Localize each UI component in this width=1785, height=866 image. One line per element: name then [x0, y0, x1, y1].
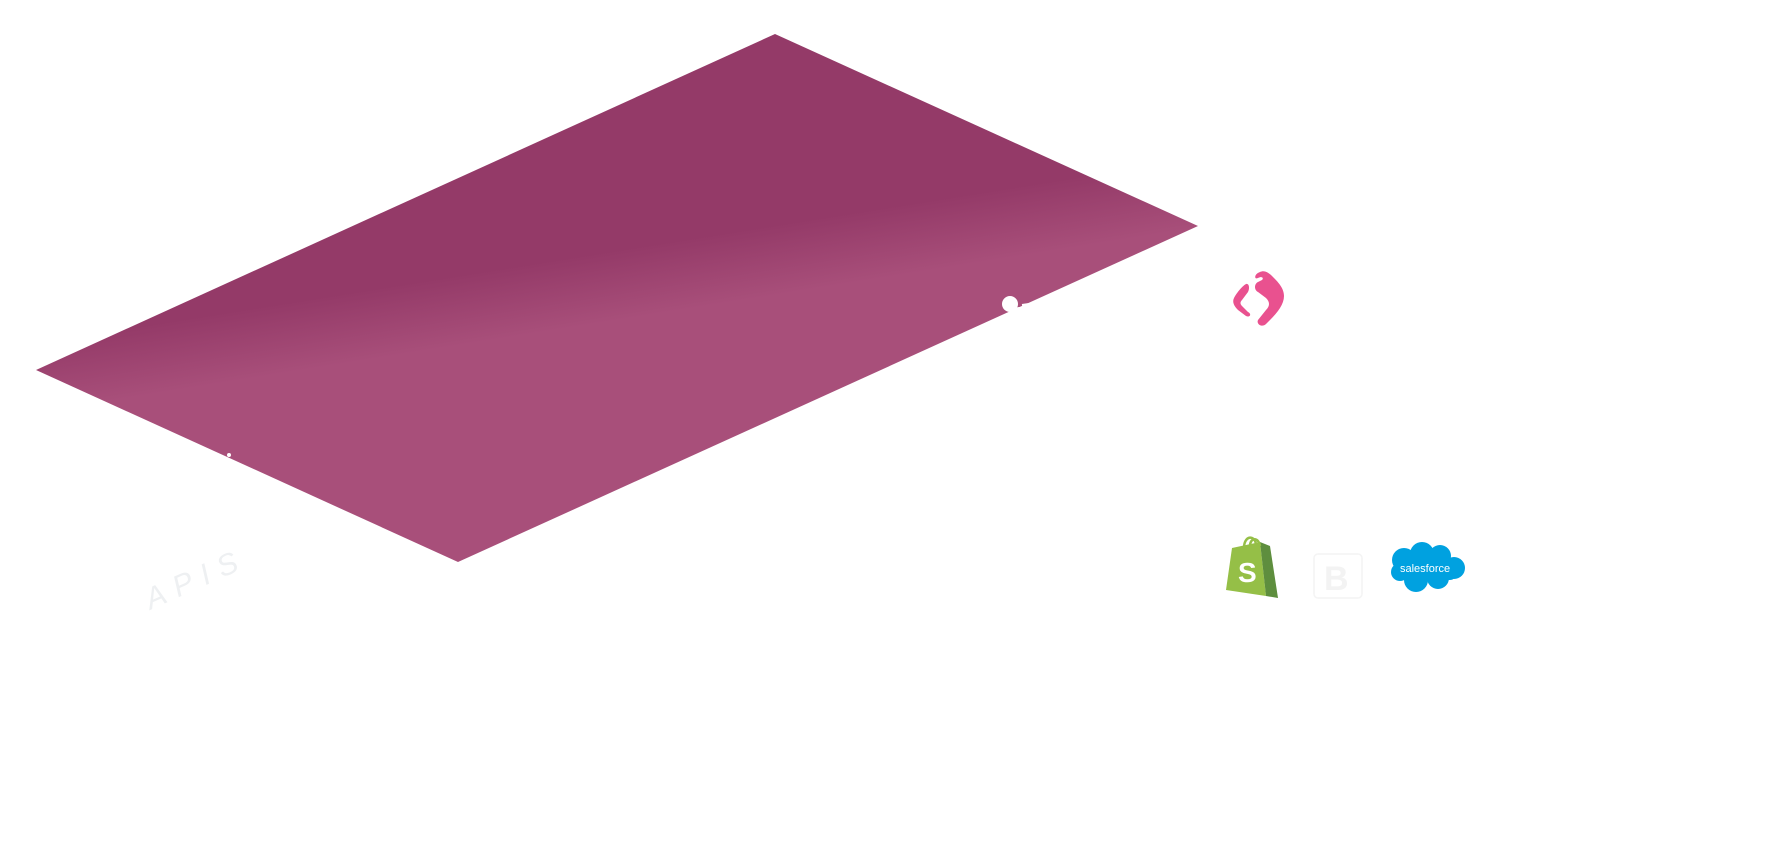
- plane-corner-dot: [227, 453, 231, 457]
- shopify-letter: S: [1238, 557, 1257, 588]
- connector-chevrons-icon: [1233, 271, 1284, 326]
- bigcommerce-letter: B: [1324, 560, 1349, 598]
- salesforce-cloud-icon: salesforce: [1391, 542, 1465, 592]
- plane-surface: [36, 34, 1198, 562]
- salesforce-wordmark: salesforce: [1400, 563, 1450, 575]
- bigcommerce-icon: B: [1313, 553, 1363, 599]
- plane-connector-node: [1002, 296, 1037, 315]
- shopify-bag-icon: S: [1226, 536, 1278, 598]
